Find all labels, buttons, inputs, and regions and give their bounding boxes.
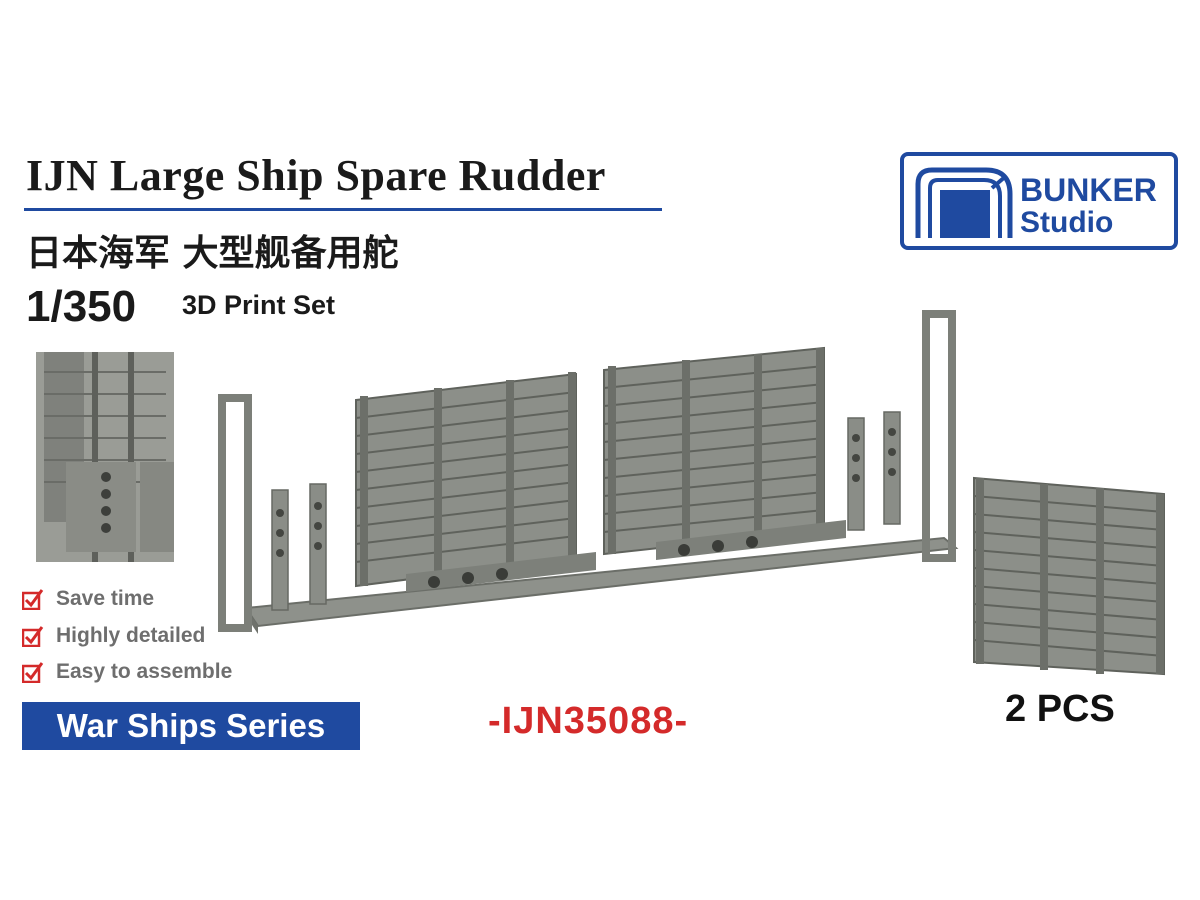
feature-item: Easy to assemble [22, 658, 232, 686]
feature-label: Easy to assemble [56, 660, 233, 683]
feature-label: Highly detailed [56, 624, 206, 647]
title-underline [24, 208, 662, 211]
series-label: War Ships Series [56, 707, 326, 744]
brand-name-line2: Studio [1020, 206, 1114, 239]
checkbox-checked-icon [22, 662, 44, 683]
single-rudder-image [973, 476, 1165, 676]
checkbox-checked-icon [22, 589, 44, 610]
product-code: -IJN35088- [488, 700, 689, 742]
product-title-chinese: 日本海军 大型舰备用舵 [26, 233, 399, 274]
rudder-set-model-image [218, 310, 959, 634]
checkbox-checked-icon [22, 626, 44, 647]
quantity-label: 2 PCS [1005, 688, 1115, 730]
brand-name-line1: BUNKER [1020, 172, 1157, 208]
feature-item: Highly detailed [22, 622, 205, 650]
feature-label: Save time [56, 587, 155, 610]
series-badge: War Ships Series [22, 702, 360, 750]
feature-item: Save time [22, 585, 154, 613]
rudder-detail-closeup-image [36, 352, 174, 562]
scale-label: 1/350 [26, 282, 137, 331]
brand-logo: BUNKER Studio [900, 152, 1178, 250]
product-title: IJN Large Ship Spare Rudder [26, 151, 606, 200]
print-set-label: 3D Print Set [182, 290, 336, 320]
bunker-icon [915, 167, 1013, 238]
